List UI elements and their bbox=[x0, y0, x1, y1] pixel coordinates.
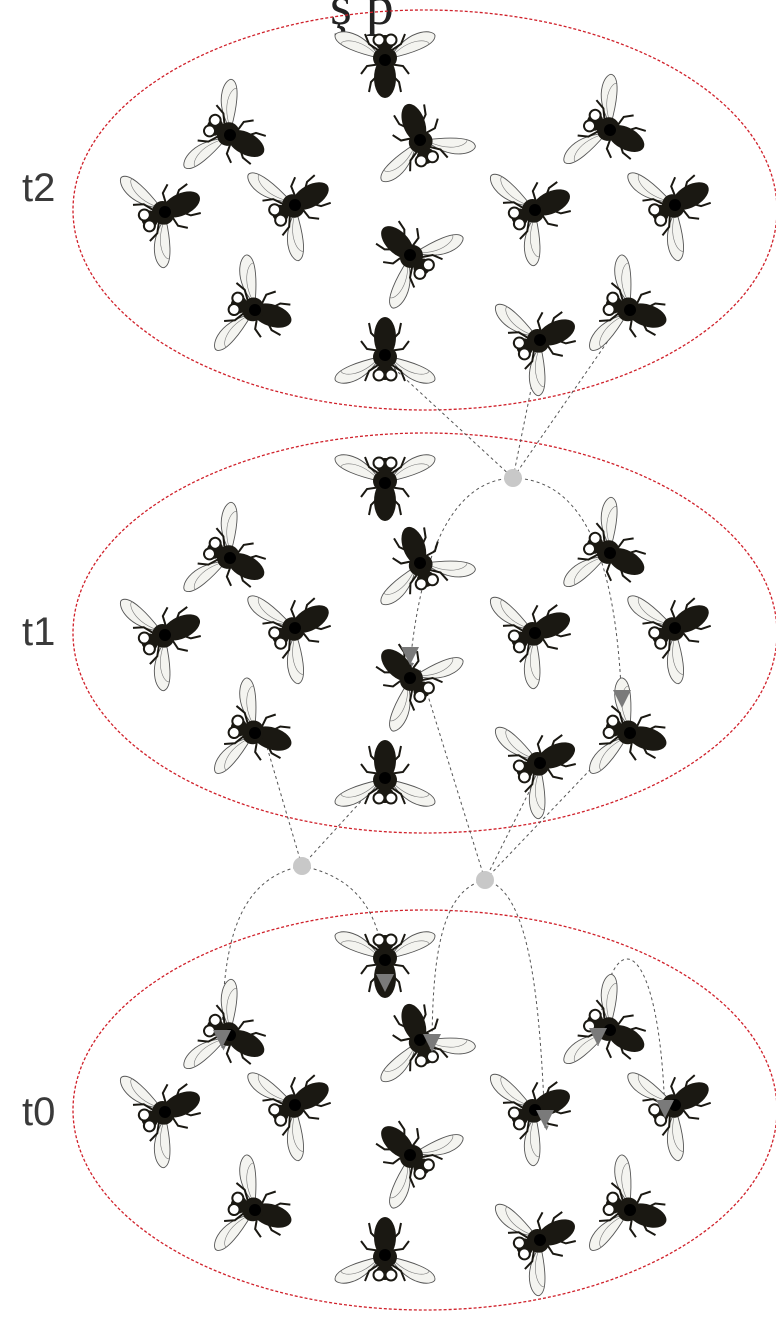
fly-icon-t1-12 bbox=[492, 700, 597, 822]
lineage-line-4 bbox=[409, 477, 514, 668]
fly-icon-t2-5 bbox=[117, 149, 222, 271]
mating-node-dot-3 bbox=[476, 871, 494, 889]
fly-icon-t0-9 bbox=[346, 1091, 467, 1212]
fly-icon-t2-13 bbox=[586, 252, 683, 371]
arrow-head-6 bbox=[536, 1110, 554, 1128]
fly-icon-t2-12 bbox=[492, 277, 597, 399]
generation-label-t2: t2 bbox=[22, 166, 56, 210]
fly-icon-t0-13 bbox=[586, 1152, 683, 1271]
arrow-head-7 bbox=[589, 1028, 607, 1046]
lineage-line-13 bbox=[431, 879, 486, 1055]
lineage-line-3 bbox=[512, 311, 629, 479]
population-ellipse-t0 bbox=[72, 909, 776, 1311]
lineage-line-2 bbox=[512, 344, 541, 479]
fly-icon-t0-3 bbox=[359, 986, 478, 1085]
arrow-head-4 bbox=[376, 974, 394, 992]
fly-icon-t2-8 bbox=[624, 141, 734, 264]
fly-icon-t0-10 bbox=[211, 1152, 308, 1271]
arrow-head-5 bbox=[423, 1034, 441, 1052]
fly-icon-t1-5 bbox=[117, 572, 222, 694]
arrow-head-2 bbox=[613, 690, 631, 708]
fly-icon-t1-4 bbox=[560, 494, 669, 616]
fly-icon-t0-8 bbox=[624, 1041, 734, 1164]
arrow-head-3 bbox=[213, 1030, 231, 1048]
fly-icon-t2-2 bbox=[180, 76, 289, 198]
cropped-header-text: ş p bbox=[330, 0, 394, 37]
fly-icon-t2-9 bbox=[346, 191, 467, 312]
fly-icon-t1-6 bbox=[244, 564, 354, 687]
arrow-head-1 bbox=[401, 647, 419, 665]
lineage-line-10 bbox=[484, 729, 629, 881]
fly-icon-t0-6 bbox=[244, 1041, 354, 1164]
fly-icon-t1-9 bbox=[346, 614, 467, 735]
fly-icon-t2-1 bbox=[334, 30, 436, 99]
fly-icon-t1-13 bbox=[586, 675, 683, 794]
lineage-line-1 bbox=[384, 359, 514, 479]
fly-icon-t2-4 bbox=[560, 71, 669, 193]
mating-node-dot-1 bbox=[504, 469, 522, 487]
fly-icon-t0-12 bbox=[492, 1177, 597, 1299]
fly-icon-t1-1 bbox=[334, 453, 436, 522]
lineage-line-14 bbox=[484, 879, 549, 1131]
lineage-line-12 bbox=[301, 865, 389, 995]
fly-icon-t2-10 bbox=[211, 252, 308, 371]
fly-icon-t1-3 bbox=[359, 509, 478, 608]
fly-icon-t0-11 bbox=[334, 1216, 436, 1285]
lineage-line-8 bbox=[419, 669, 486, 881]
fly-icon-t2-11 bbox=[334, 316, 436, 385]
mating-node-dot-2 bbox=[293, 857, 311, 875]
population-ellipse-t1 bbox=[72, 432, 776, 834]
generation-label-t1: t1 bbox=[22, 610, 56, 654]
lineage-line-9 bbox=[484, 759, 546, 881]
fly-icon-t2-6 bbox=[244, 141, 354, 264]
fly-icon-t1-2 bbox=[180, 499, 289, 621]
arrow-head-8 bbox=[656, 1100, 674, 1118]
fly-icon-t0-5 bbox=[117, 1049, 222, 1171]
lineage-line-11 bbox=[221, 865, 303, 1051]
fly-icon-t1-8 bbox=[624, 564, 734, 687]
fly-icon-t1-10 bbox=[211, 675, 308, 794]
fly-icon-t2-3 bbox=[359, 86, 478, 185]
fly-icon-t0-7 bbox=[487, 1047, 592, 1169]
fly-icon-t0-4 bbox=[560, 971, 669, 1093]
generation-label-t0: t0 bbox=[22, 1090, 56, 1134]
fly-icon-t0-2 bbox=[180, 976, 289, 1098]
fly-icon-t1-7 bbox=[487, 570, 592, 692]
population-ellipse-t2 bbox=[72, 9, 776, 411]
fly-icon-t2-7 bbox=[487, 147, 592, 269]
fly-icon-t1-11 bbox=[334, 739, 436, 808]
